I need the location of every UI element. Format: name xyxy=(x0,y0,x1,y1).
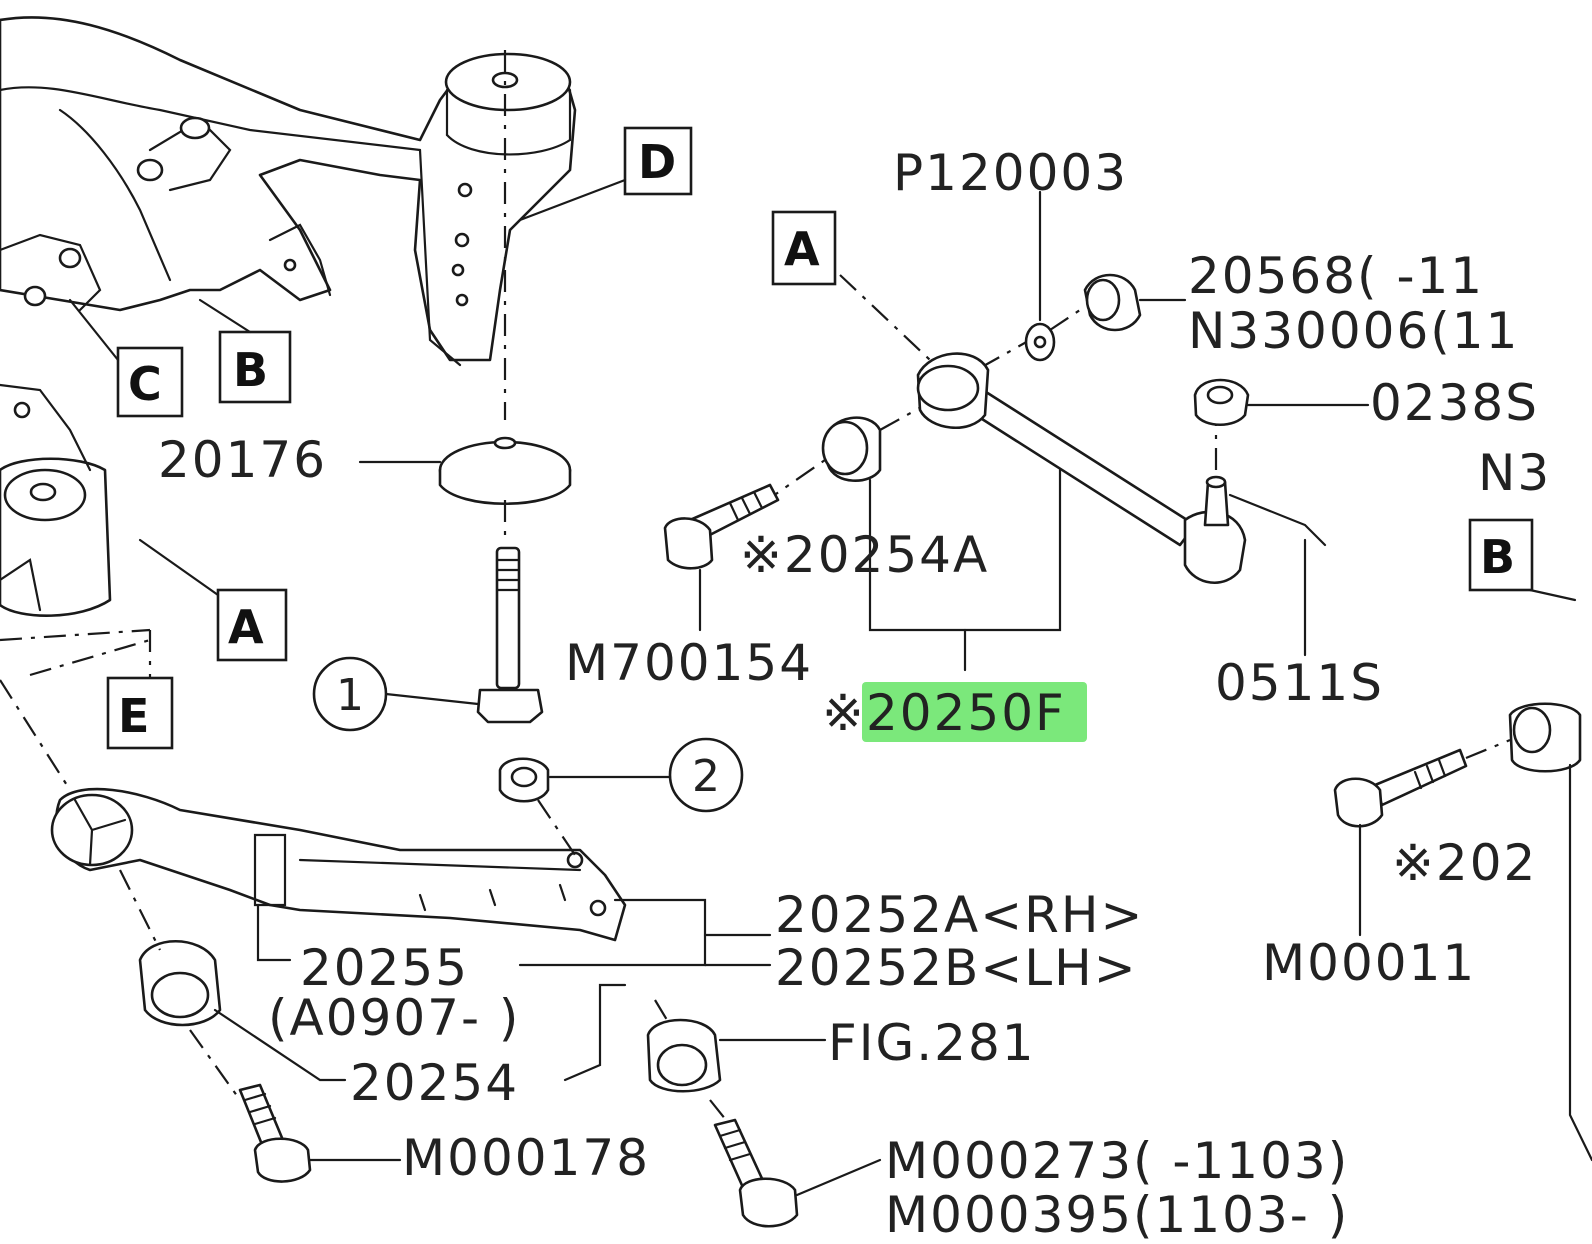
svg-text:A: A xyxy=(784,222,820,276)
bolt-and-washer-stack xyxy=(438,50,572,724)
label-20252A: 20252A<RH> xyxy=(775,886,1144,944)
label-M000178: M000178 xyxy=(402,1129,650,1187)
label-P120003: P120003 xyxy=(893,144,1128,202)
label-20254A: ※20254A xyxy=(740,526,989,584)
label-202-partial: ※202 xyxy=(1392,834,1537,892)
label-M000395: M000395(1103- ) xyxy=(885,1186,1349,1244)
circled-number-2: 2 xyxy=(548,737,744,813)
label-0511S: 0511S xyxy=(1215,654,1384,712)
label-N3: N3 xyxy=(1478,444,1551,502)
svg-text:1: 1 xyxy=(336,670,364,721)
callout-A-top: A xyxy=(771,210,837,286)
svg-text:E: E xyxy=(118,689,149,743)
right-partial-assembly xyxy=(1333,588,1592,1162)
svg-text:2: 2 xyxy=(692,751,720,802)
callout-C: C xyxy=(68,298,184,418)
label-0238S: 0238S xyxy=(1370,374,1539,432)
svg-text:A: A xyxy=(228,600,264,654)
callout-B-left: B xyxy=(198,298,292,404)
lower-arm-assembly xyxy=(0,628,882,1228)
label-M700154: M700154 xyxy=(565,634,813,692)
label-20250F-prefix: ※ xyxy=(822,684,866,742)
label-N330006: N330006(11 xyxy=(1188,302,1519,360)
circled-number-1: 1 xyxy=(312,656,480,732)
callout-E: E xyxy=(106,676,174,750)
label-20176: 20176 xyxy=(158,431,327,489)
svg-text:C: C xyxy=(128,357,162,411)
highlight-20250F xyxy=(862,682,1087,742)
svg-text:B: B xyxy=(1480,530,1515,584)
svg-text:B: B xyxy=(233,343,268,397)
label-M00011: M00011 xyxy=(1262,934,1476,992)
label-A0907: (A0907- ) xyxy=(268,989,520,1047)
rear-subframe-drawing xyxy=(0,16,577,617)
label-20255: 20255 xyxy=(300,939,469,997)
label-20250F: 20250F xyxy=(866,684,1066,742)
label-20254: 20254 xyxy=(350,1054,519,1112)
label-20252B: 20252B<LH> xyxy=(775,939,1138,997)
callout-D: D xyxy=(518,126,693,222)
label-20568: 20568( -11 xyxy=(1188,247,1484,305)
callout-B-right: B xyxy=(1468,518,1534,592)
svg-text:D: D xyxy=(638,135,676,189)
upper-link-assembly xyxy=(663,190,1370,672)
callout-A-left: A xyxy=(138,538,288,662)
label-FIG281: FIG.281 xyxy=(828,1014,1036,1072)
label-M000273: M000273( -1103) xyxy=(885,1132,1349,1190)
